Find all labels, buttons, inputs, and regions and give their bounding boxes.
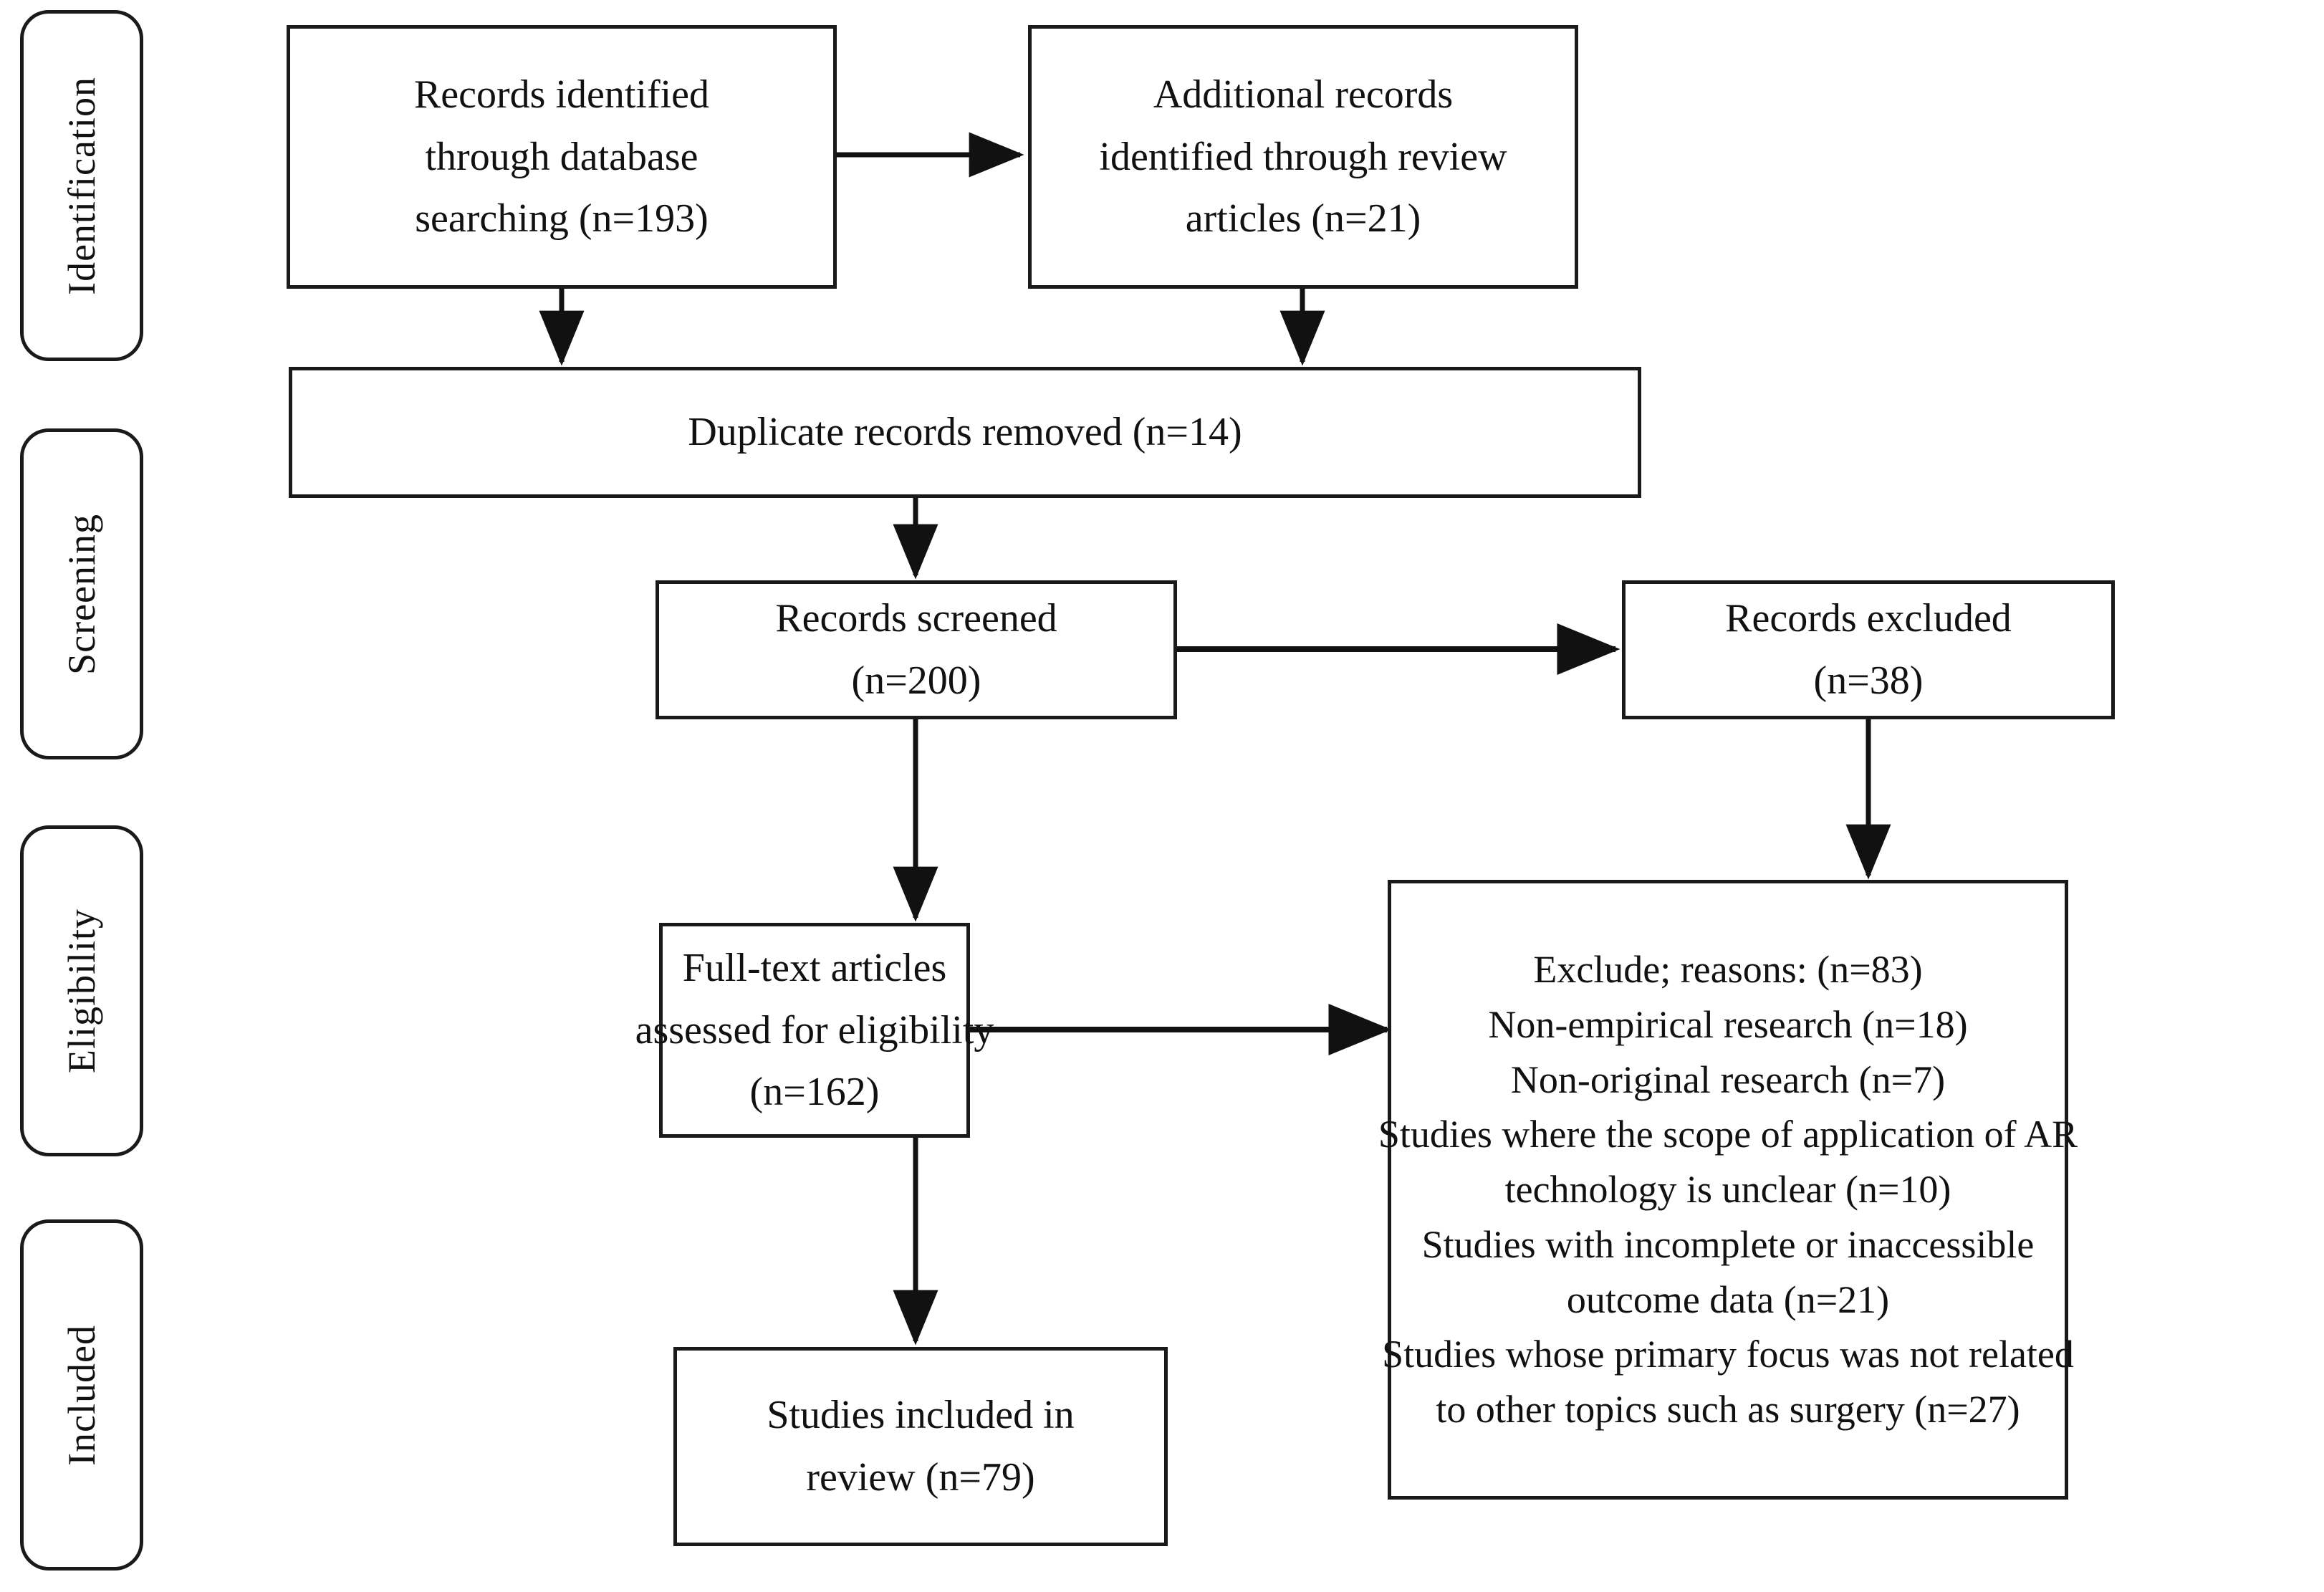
text-line: through database (425, 134, 698, 179)
phase-box-identification: Identification (20, 10, 143, 361)
phase-label-included: Included (60, 1324, 103, 1466)
box-duplicate-records-removed: Duplicate records removed (n=14) (289, 367, 1641, 498)
box-additional-records-text: Additional records identified through re… (1086, 64, 1519, 250)
box-records-screened: Records screened (n=200) (656, 580, 1177, 719)
text-line: identified through review (1099, 134, 1507, 179)
phase-label-eligibility: Eligibility (60, 908, 103, 1073)
box-records-identified: Records identified through database sear… (287, 25, 837, 289)
box-studies-included-in-review-text: Studies included in review (n=79) (754, 1384, 1087, 1509)
text-line: assessed for eligibility (635, 1007, 994, 1052)
box-records-identified-text: Records identified through database sear… (401, 64, 722, 250)
text-line: Studies with incomplete or inaccessible (1421, 1222, 2035, 1266)
phase-box-included: Included (20, 1219, 143, 1571)
text-line: review (n=79) (806, 1455, 1035, 1500)
text-line: Full-text articles (682, 945, 947, 990)
text-line: Records excluded (1725, 596, 2012, 641)
phase-label-screening: Screening (60, 513, 103, 675)
box-records-excluded: Records excluded (n=38) (1622, 580, 2115, 719)
text-line: to other topics such as surgery (n=27) (1436, 1387, 2020, 1431)
box-records-screened-text: Records screened (n=200) (762, 588, 1070, 712)
text-line: Exclude; reasons: (n=83) (1533, 948, 1923, 992)
text-line: Additional records (1153, 72, 1454, 117)
phase-box-screening: Screening (20, 428, 143, 759)
phase-box-eligibility: Eligibility (20, 825, 143, 1156)
box-duplicate-records-removed-text: Duplicate records removed (n=14) (675, 401, 1254, 464)
text-line: outcome data (n=21) (1566, 1277, 1890, 1321)
text-line: Records identified (413, 72, 710, 117)
text-line: Non-empirical research (n=18) (1488, 1003, 1968, 1047)
text-line: technology is unclear (n=10) (1504, 1168, 1951, 1212)
text-line: Duplicate records removed (n=14) (688, 410, 1242, 455)
text-line: Records screened (775, 596, 1057, 641)
text-line: (n=162) (749, 1070, 880, 1115)
text-line: articles (n=21) (1185, 196, 1421, 241)
text-line: (n=38) (1813, 658, 1924, 703)
box-full-text-articles-assessed: Full-text articles assessed for eligibil… (635, 923, 994, 1138)
phase-label-identification: Identification (60, 76, 103, 295)
text-line: Studies whose primary focus was not rela… (1382, 1333, 2074, 1376)
box-studies-included-in-review: Studies included in review (n=79) (673, 1347, 1168, 1546)
text-line: (n=200) (851, 658, 981, 703)
box-full-text-articles-assessed-text: Full-text articles assessed for eligibil… (623, 937, 1007, 1123)
box-exclusion-reasons-text: Exclude; reasons: (n=83) Non-empirical r… (1365, 942, 2090, 1437)
text-line: searching (n=193) (415, 196, 709, 241)
box-additional-records: Additional records identified through re… (1028, 25, 1578, 289)
box-records-excluded-text: Records excluded (n=38) (1712, 588, 2025, 712)
text-line: Non-original research (n=7) (1510, 1058, 1946, 1101)
text-line: Studies included in (767, 1393, 1075, 1438)
box-exclusion-reasons: Exclude; reasons: (n=83) Non-empirical r… (1378, 880, 2078, 1500)
text-line: Studies where the scope of application o… (1378, 1113, 2078, 1156)
